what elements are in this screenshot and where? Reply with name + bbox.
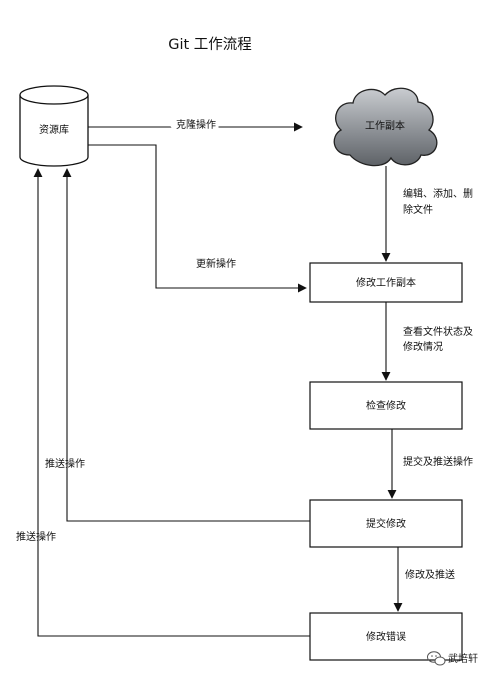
diagram-title: Git 工作流程 [168,36,252,53]
push-arrow-upper [62,168,310,522]
watermark-text: 武培轩 [448,652,478,665]
box-modify-working-copy: 修改工作副本 [309,262,463,303]
wechat-icon [427,651,446,666]
repo-cylinder: 资源库 [19,85,89,167]
watermark: 武培轩 [427,651,478,666]
check-changes-label: 检查修改 [366,399,406,412]
box-check-changes: 检查修改 [309,381,463,430]
working-copy-cloud: 工作副本 [333,87,438,167]
modify-working-copy-label: 修改工作副本 [356,276,416,289]
push-label-upper: 推送操作 [45,457,85,470]
update-label: 更新操作 [196,257,236,270]
box-fix-errors: 修改错误 [309,612,463,661]
view-status-label-line2: 修改情况 [403,340,443,353]
fix-errors-label: 修改错误 [366,630,406,643]
box-commit-changes: 提交修改 [309,499,463,548]
clone-label: 克隆操作 [176,118,216,131]
commit-changes-label: 提交修改 [366,517,406,530]
fix-push-label: 修改及推送 [405,568,455,581]
push-arrow-lower [33,168,310,637]
working-copy-label: 工作副本 [365,119,405,132]
update-arrow [88,144,307,293]
edit-label-line2: 除文件 [403,203,433,216]
repo-label: 资源库 [39,123,69,136]
edit-label-line1: 编辑、添加、删 [403,187,473,200]
view-status-label-line1: 查看文件状态及 [403,325,473,338]
commit-push-label: 提交及推送操作 [403,455,473,468]
push-label-lower: 推送操作 [16,530,56,543]
